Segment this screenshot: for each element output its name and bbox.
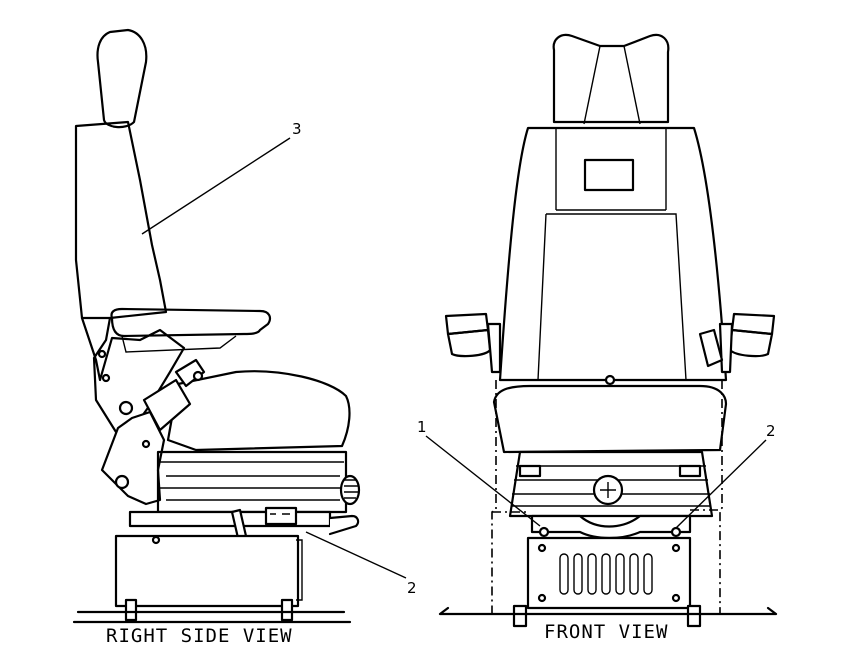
- leader-3: [141, 137, 291, 235]
- front-louvers: [559, 553, 653, 595]
- callout-2-front: 2: [766, 422, 776, 440]
- side-suspension-bellows: [156, 450, 361, 514]
- caption-front-view: FRONT VIEW: [544, 621, 668, 643]
- leader-1-front: [425, 435, 541, 527]
- side-floor: [72, 610, 352, 624]
- front-slide-rail: [530, 514, 692, 540]
- side-backrest: [74, 120, 168, 342]
- front-headrest: [552, 33, 670, 124]
- caption-right-side-view: RIGHT SIDE VIEW: [106, 625, 293, 647]
- side-seat-cushion: [166, 370, 351, 452]
- callout-1: 1: [417, 418, 427, 436]
- front-seat-cushion: [492, 384, 728, 454]
- leader-2-side: [305, 531, 407, 579]
- front-label-plate: [583, 158, 635, 192]
- side-recline-frame: [80, 316, 186, 434]
- front-seatbelt: [698, 328, 724, 368]
- front-armrest-right: [718, 312, 776, 374]
- front-base-box: [526, 536, 692, 610]
- side-seatbelt: [142, 378, 192, 432]
- leader-2-front: [675, 439, 767, 529]
- side-mount-plate: [128, 510, 332, 528]
- front-armrest-left: [444, 312, 502, 374]
- callout-2-side: 2: [407, 579, 417, 597]
- side-headrest: [96, 28, 148, 129]
- side-view-seat: [72, 28, 361, 624]
- side-base-box: [114, 534, 300, 608]
- callout-3: 3: [292, 120, 302, 138]
- front-suspension-bellows: [508, 450, 714, 518]
- front-floor: [438, 606, 778, 616]
- front-backrest: [498, 126, 728, 382]
- side-armrest: [110, 307, 271, 338]
- front-view-seat: [438, 33, 778, 628]
